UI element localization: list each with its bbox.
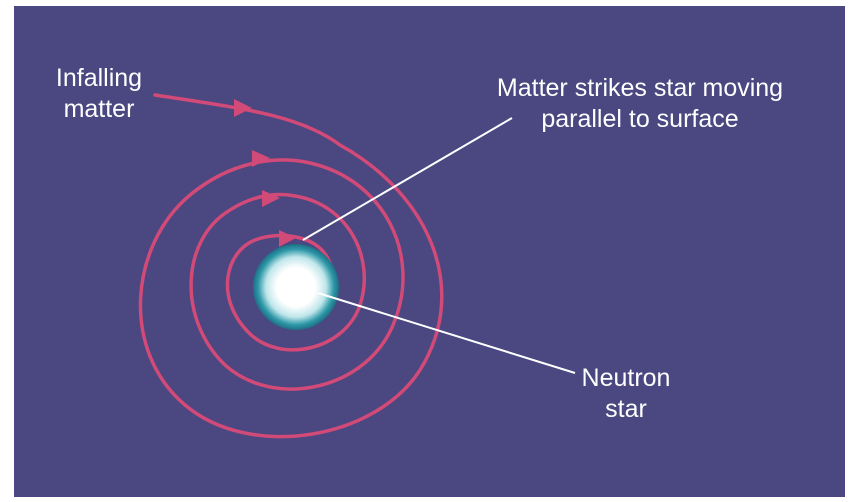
flow-arrowheads <box>234 99 296 247</box>
leader-line-strike <box>302 117 513 241</box>
label-neutron-line2: star <box>605 395 647 423</box>
label-strike-line1: Matter strikes star moving <box>496 74 784 102</box>
spiral-third-orbit <box>225 194 366 352</box>
spiral-incoming-segment <box>153 93 342 147</box>
spiral-second-orbit <box>189 161 405 391</box>
label-matter-strikes: Matter strikes star moving parallel to s… <box>460 73 820 135</box>
leader-line-neutron-star <box>317 292 576 374</box>
label-infalling-line2: matter <box>63 95 135 123</box>
label-neutron-star: Neutron star <box>566 363 686 425</box>
arrowhead-third <box>279 230 296 247</box>
neutron-star <box>253 244 339 330</box>
arrowhead-outer <box>252 150 270 167</box>
label-neutron-line1: Neutron <box>581 364 671 392</box>
infalling-matter-spiral <box>138 93 444 439</box>
diagram-background <box>14 6 845 497</box>
label-strike-line2: parallel to surface <box>541 105 739 133</box>
label-infalling-matter: Infalling matter <box>44 63 154 125</box>
arrowhead-incoming <box>234 99 252 117</box>
label-infalling-line1: Infalling <box>55 64 143 92</box>
spiral-outer-orbit <box>138 143 444 439</box>
arrowhead-second <box>262 190 280 207</box>
